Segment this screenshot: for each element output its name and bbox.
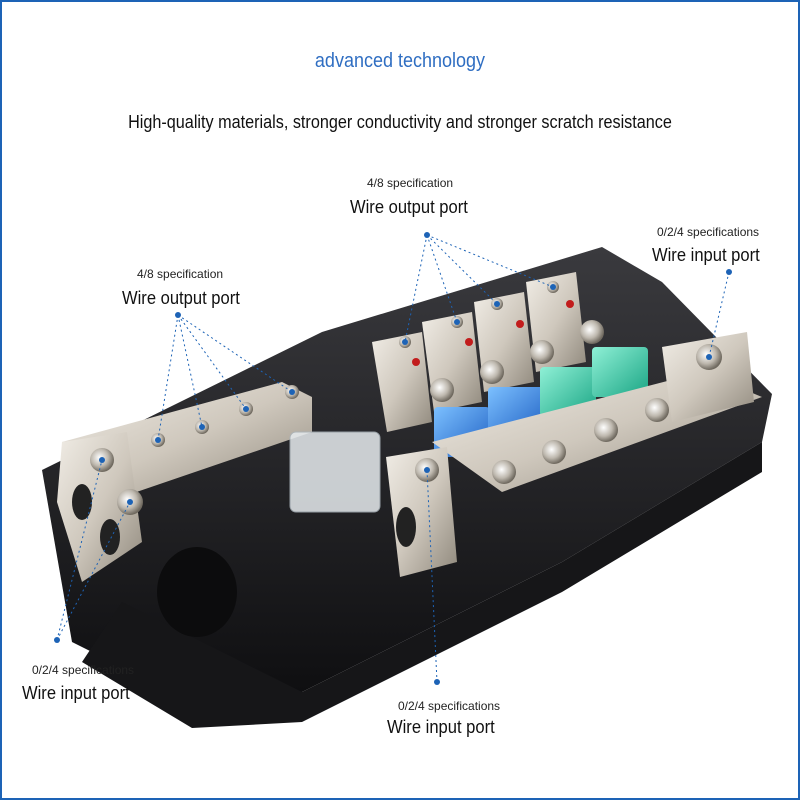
headline: advanced technology — [314, 50, 486, 72]
left-mid-spec: 4/8 specification — [137, 267, 224, 281]
top-center-spec: 4/8 specification — [367, 176, 454, 190]
bottom-center-port: Wire input port — [387, 717, 495, 737]
clear-fuse — [289, 431, 381, 513]
leader-dots — [54, 232, 732, 685]
leader-lines — [56, 234, 730, 683]
top-right-port: Wire input port — [652, 245, 760, 265]
green-fuse-2 — [592, 347, 648, 397]
subline: High-quality materials, stronger conduct… — [128, 112, 672, 132]
cable-grommet — [157, 547, 237, 637]
bottom-left-port: Wire input port — [22, 683, 130, 703]
left-mid-port: Wire output port — [122, 288, 240, 308]
top-right-spec: 0/2/4 specifications — [657, 225, 760, 239]
bottom-left-spec: 0/2/4 specifications — [32, 663, 135, 677]
left-terminal-block — [57, 432, 142, 582]
right-input-terminal — [662, 332, 754, 422]
bottom-center-spec: 0/2/4 specifications — [398, 699, 501, 713]
top-center-port: Wire output port — [350, 197, 468, 217]
housing-lid-edge — [82, 442, 762, 728]
